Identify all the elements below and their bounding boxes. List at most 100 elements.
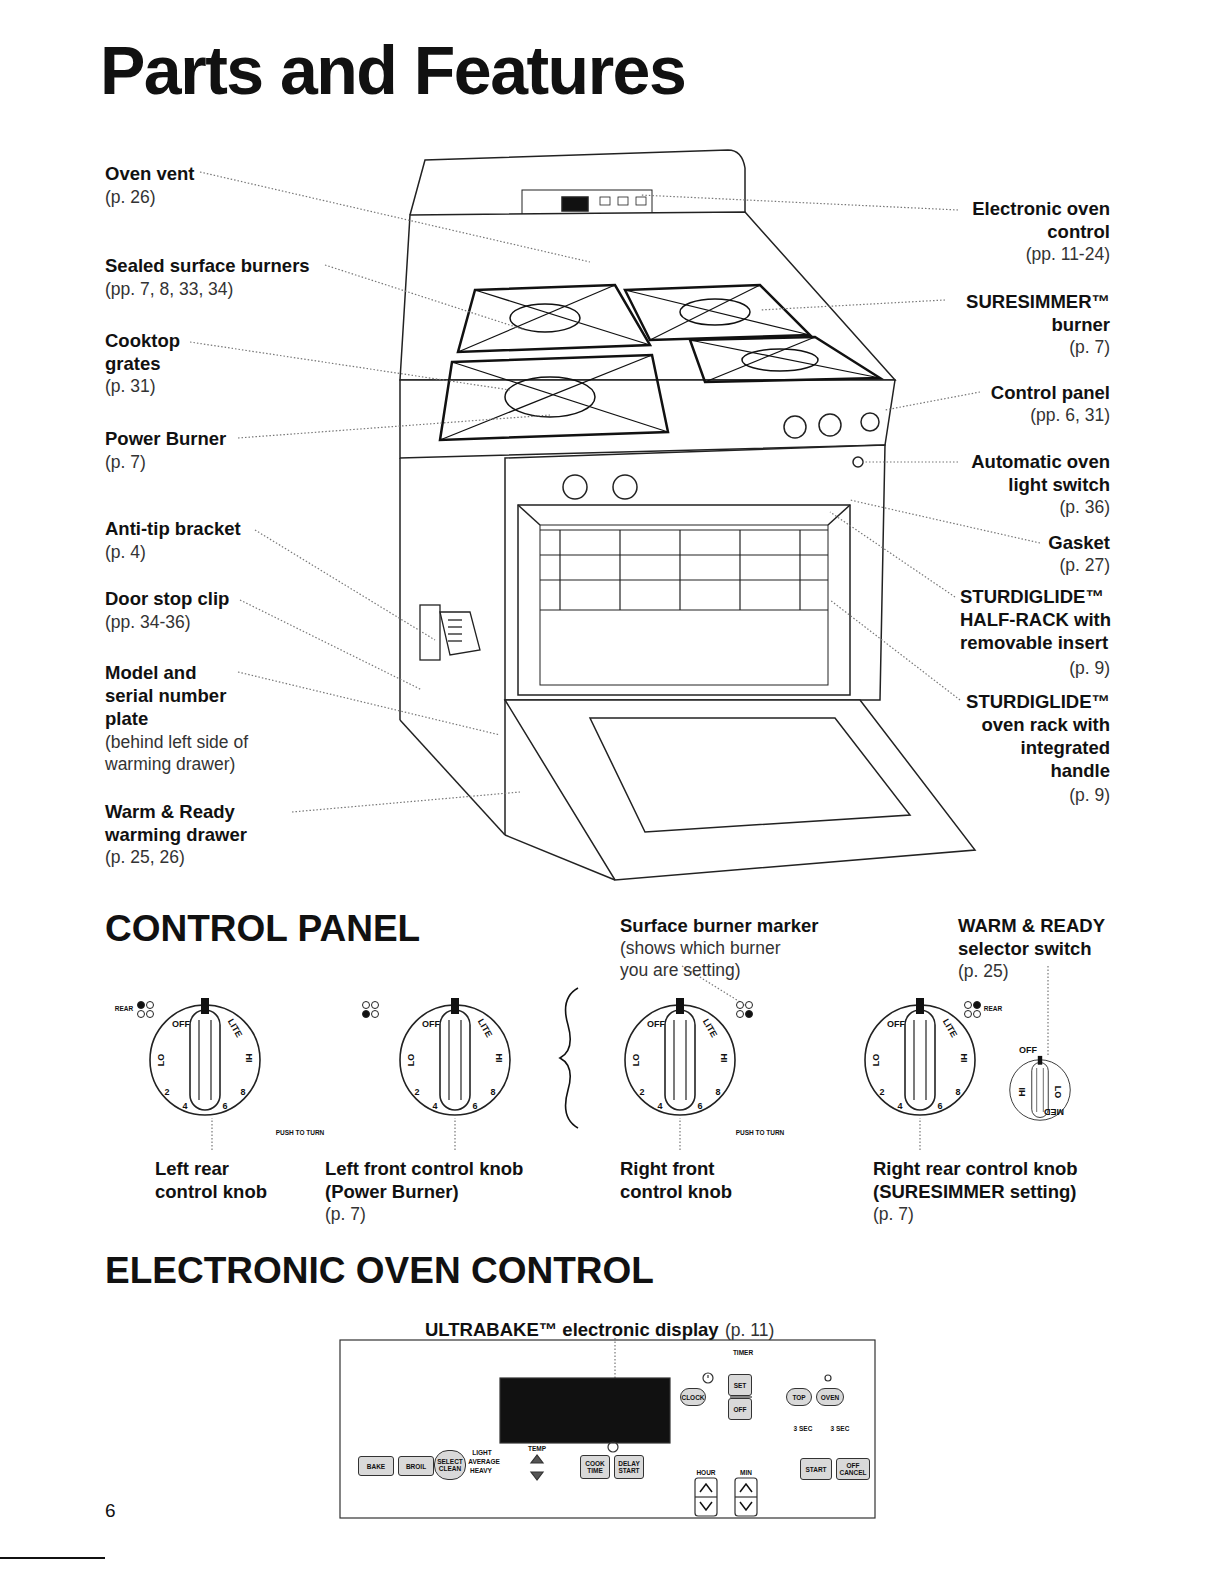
knob-marking: LO [871, 1054, 881, 1067]
knob-marking: HI [244, 1054, 254, 1063]
button-text: OFF [734, 1406, 747, 1413]
knob-marking: OFF [647, 1019, 665, 1029]
panel-marking: LIGHT [472, 1449, 492, 1456]
control-button: COOK TIME [580, 1455, 610, 1479]
panel-marking: PUSH TO TURN [276, 1129, 325, 1136]
knob-marking: 4 [657, 1101, 662, 1111]
knob-marking: 8 [955, 1087, 960, 1097]
part-label: Cooktop grates [105, 329, 200, 375]
knob-marking: OFF [172, 1019, 190, 1029]
panel-marking: AVERAGE [468, 1458, 500, 1465]
page-reference: (p. 7) [873, 1203, 973, 1225]
page-reference: (p. 25, 26) [105, 846, 255, 868]
button-text: DELAY START [615, 1460, 643, 1474]
page-reference: (pp. 7, 8, 33, 34) [105, 278, 355, 300]
panel-marking: REAR [984, 1005, 1002, 1012]
part-label: Gasket [960, 531, 1110, 554]
control-button: SELECT CLEAN [434, 1450, 466, 1480]
knob-marking: OFF [422, 1019, 440, 1029]
control-button: OFF [728, 1398, 752, 1420]
knob-marking: LO [406, 1054, 416, 1067]
burner-markers [138, 1002, 981, 1018]
knob-marking: OFF [1019, 1045, 1037, 1055]
control-button: TOP [786, 1388, 812, 1406]
control-button: DELAY START [614, 1455, 644, 1479]
knob-marking: 2 [414, 1087, 419, 1097]
knob-marking: 8 [490, 1087, 495, 1097]
part-label: Surface burner marker [620, 914, 920, 937]
page-reference: (p. 11) [725, 1319, 774, 1341]
knob-marking: 8 [715, 1087, 720, 1097]
page-reference: (p. 27) [1010, 554, 1110, 576]
page-reference: (p. 4) [105, 541, 205, 563]
knob-marking: 2 [164, 1087, 169, 1097]
brace [560, 988, 578, 1128]
part-label: Model and serial number plate [105, 661, 245, 730]
oven-control-panel [340, 1340, 875, 1518]
knob-marking: 4 [182, 1101, 187, 1111]
page-reference: (p. 36) [1010, 496, 1110, 518]
control-knobs [150, 998, 1070, 1120]
panel-marking: TIMER [733, 1349, 753, 1356]
page-reference: (p. 31) [105, 375, 225, 397]
cooktop-grates [440, 285, 880, 440]
page-reference: (behind left side of warming drawer) [105, 731, 265, 775]
knob-marking: LO [156, 1054, 166, 1067]
knob-marking: HI [959, 1054, 969, 1063]
panel-marking: HOUR [696, 1469, 715, 1476]
button-text: BROIL [406, 1463, 426, 1470]
part-label: Electronic oven control [945, 197, 1110, 243]
button-text: SET [734, 1382, 747, 1389]
part-label: Right front control knob [620, 1157, 760, 1203]
range-body [400, 150, 975, 880]
page-number: 6 [105, 1500, 135, 1522]
page-reference: (pp. 34-36) [105, 611, 255, 633]
part-label: Automatic oven light switch [945, 450, 1110, 496]
panel-marking: PUSH TO TURN [736, 1129, 785, 1136]
button-text: CLOCK [681, 1394, 704, 1401]
page-reference: (pp. 6, 31) [960, 404, 1110, 426]
panel-marking: 3 SEC [831, 1425, 850, 1432]
control-button: START [800, 1458, 832, 1480]
control-button: BROIL [398, 1456, 434, 1476]
panel-marking: MIN [740, 1469, 752, 1476]
knob-marking: 2 [639, 1087, 644, 1097]
knob-marking: OFF [887, 1019, 905, 1029]
part-label: Door stop clip [105, 587, 305, 610]
knob-marking: 6 [937, 1101, 942, 1111]
footer-rule [0, 1557, 105, 1559]
page-reference: (p. 26) [105, 186, 305, 208]
button-text: OVEN [821, 1394, 839, 1401]
knob-marking: 2 [879, 1087, 884, 1097]
part-label: Right rear control knob (SURESIMMER sett… [873, 1157, 1113, 1203]
button-text: OFF CANCEL [837, 1462, 869, 1476]
anti-tip-bracket [420, 605, 480, 660]
part-label: SURESIMMER™ burner [950, 290, 1110, 336]
knob-marking: 6 [472, 1101, 477, 1111]
knob-marking: 4 [897, 1101, 902, 1111]
knob-marking: 4 [432, 1101, 437, 1111]
control-button: CLOCK [680, 1388, 706, 1406]
control-button: OVEN [816, 1388, 844, 1406]
section-heading: ELECTRONIC OVEN CONTROL [105, 1250, 654, 1292]
part-label: STURDIGLIDE™ oven rack with integrated h… [960, 690, 1110, 782]
knob-marking: HI [494, 1054, 504, 1063]
button-text: TOP [792, 1394, 805, 1401]
page-reference: (p. 25) [958, 960, 1058, 982]
part-label: Control panel [910, 381, 1110, 404]
knob-marking: HI [719, 1054, 729, 1063]
part-label: Oven vent [105, 162, 405, 185]
knob-marking: LO [1053, 1086, 1063, 1099]
control-button: SET [728, 1374, 752, 1396]
part-label: Left rear control knob [155, 1157, 280, 1203]
page-title: Parts and Features [100, 30, 685, 110]
part-label: Anti-tip bracket [105, 517, 305, 540]
button-text: COOK TIME [581, 1460, 609, 1474]
panel-marking: TEMP [528, 1445, 546, 1452]
part-label: Power Burner [105, 427, 305, 450]
part-label: WARM & READY selector switch [958, 914, 1123, 960]
page-reference: (p. 7) [105, 451, 205, 473]
knob-marking: 8 [240, 1087, 245, 1097]
button-text: START [805, 1466, 826, 1473]
